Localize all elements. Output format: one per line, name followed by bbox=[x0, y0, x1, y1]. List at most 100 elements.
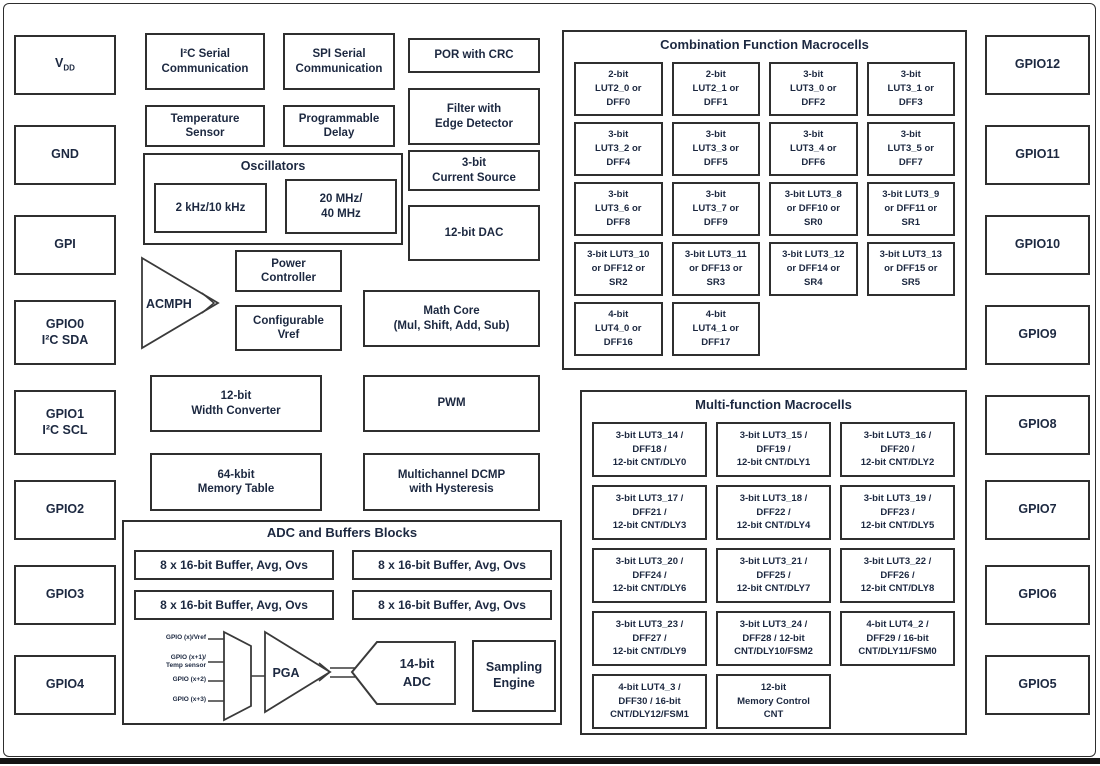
macrocell-lut3-17: 3-bit LUT3_17 / DFF21 / 12-bit CNT/DLY3 bbox=[592, 485, 707, 540]
pin-gpio4: GPIO4 bbox=[14, 655, 116, 715]
macrocell-lut3-4: 3-bit LUT3_4 or DFF6 bbox=[769, 122, 858, 176]
pin-gpio5: GPIO5 bbox=[985, 655, 1090, 715]
acmph-label: ACMPH bbox=[146, 297, 192, 311]
pga-output-chevron-icon bbox=[318, 662, 332, 682]
macrocell-lut3-19: 3-bit LUT3_19 / DFF23 / 12-bit CNT/DLY5 bbox=[840, 485, 955, 540]
combination-macrocells-group: Combination Function Macrocells 2-bit LU… bbox=[562, 30, 967, 370]
adc-group-title: ADC and Buffers Blocks bbox=[266, 525, 418, 540]
macrocell-lut3-0: 3-bit LUT3_0 or DFF2 bbox=[769, 62, 858, 116]
block-width-converter: 12-bit Width Converter bbox=[150, 375, 322, 432]
block-power-controller: Power Controller bbox=[235, 250, 342, 292]
pin-vdd: VDD bbox=[14, 35, 116, 95]
pin-gpio8: GPIO8 bbox=[985, 395, 1090, 455]
macrocell-lut3-16: 3-bit LUT3_16 / DFF20 / 12-bit CNT/DLY2 bbox=[840, 422, 955, 477]
pin-gnd: GND bbox=[14, 125, 116, 185]
pin-gpio1-scl: GPIO1 I²C SCL bbox=[14, 390, 116, 455]
multifunction-macrocells-title: Multi-function Macrocells bbox=[695, 397, 852, 412]
block-config-vref: Configurable Vref bbox=[235, 305, 342, 351]
block-dcmp: Multichannel DCMP with Hysteresis bbox=[363, 453, 540, 511]
macrocell-lut3-6: 3-bit LUT3_6 or DFF8 bbox=[574, 182, 663, 236]
macrocell-lut3-24: 3-bit LUT3_24 / DFF28 / 12-bit CNT/DLY10… bbox=[716, 611, 831, 666]
combination-macrocells-title: Combination Function Macrocells bbox=[660, 37, 869, 52]
pin-vdd-label: VDD bbox=[55, 56, 75, 73]
bottom-rule bbox=[0, 758, 1100, 764]
block-buffer-1: 8 x 16-bit Buffer, Avg, Ovs bbox=[134, 550, 334, 580]
acmph-triangle bbox=[141, 256, 220, 350]
adc-buffers-group: ADC and Buffers Blocks 8 x 16-bit Buffer… bbox=[122, 520, 562, 725]
block-math-core: Math Core (Mul, Shift, Add, Sub) bbox=[363, 290, 540, 347]
macrocell-lut3-10: 3-bit LUT3_10 or DFF12 or SR2 bbox=[574, 242, 663, 296]
pin-gpio7: GPIO7 bbox=[985, 480, 1090, 540]
block-por-crc: POR with CRC bbox=[408, 38, 540, 73]
block-temp-sensor: Temperature Sensor bbox=[145, 105, 265, 147]
grid-spacer bbox=[866, 302, 955, 356]
adc-input-label-1: GPIO (x)/Vref bbox=[165, 634, 206, 641]
pin-gpio12: GPIO12 bbox=[985, 35, 1090, 95]
block-sampling-engine: Sampling Engine bbox=[472, 640, 556, 712]
macrocell-lut4-3: 4-bit LUT4_3 / DFF30 / 16-bit CNT/DLY12/… bbox=[592, 674, 707, 729]
macrocell-lut3-13: 3-bit LUT3_13 or DFF15 or SR5 bbox=[866, 242, 955, 296]
block-dac: 12-bit DAC bbox=[408, 205, 540, 261]
acmph-output-chevron-icon bbox=[201, 292, 216, 314]
block-buffer-2: 8 x 16-bit Buffer, Avg, Ovs bbox=[352, 550, 552, 580]
block-buffer-4: 8 x 16-bit Buffer, Avg, Ovs bbox=[352, 590, 552, 620]
macrocell-lut4-0: 4-bit LUT4_0 or DFF16 bbox=[574, 302, 663, 356]
pin-gpio11: GPIO11 bbox=[985, 125, 1090, 185]
macrocell-lut3-12: 3-bit LUT3_12 or DFF14 or SR4 bbox=[769, 242, 858, 296]
combination-macrocells-grid: 2-bit LUT2_0 or DFF0 2-bit LUT2_1 or DFF… bbox=[574, 62, 955, 356]
adc-pentagon bbox=[350, 641, 456, 705]
macrocell-lut3-3: 3-bit LUT3_3 or DFF5 bbox=[671, 122, 760, 176]
macrocell-lut3-5: 3-bit LUT3_5 or DFF7 bbox=[866, 122, 955, 176]
input-mux-shape bbox=[223, 630, 252, 722]
block-memory-table: 64-kbit Memory Table bbox=[150, 453, 322, 511]
acmph-comparator-graphic: ACMPH bbox=[141, 256, 220, 350]
pin-gpio2: GPIO2 bbox=[14, 480, 116, 540]
adc-label-line2: ADC bbox=[403, 674, 432, 689]
adc-input-label-2: GPIO (x+1)/ Temp sensor bbox=[166, 654, 206, 669]
macrocell-lut3-14: 3-bit LUT3_14 / DFF18 / 12-bit CNT/DLY0 bbox=[592, 422, 707, 477]
block-i2c-serial: I²C Serial Communication bbox=[145, 33, 265, 90]
pga-triangle bbox=[264, 630, 332, 714]
block-buffer-3: 8 x 16-bit Buffer, Avg, Ovs bbox=[134, 590, 334, 620]
macrocell-lut3-11: 3-bit LUT3_11 or DFF13 or SR3 bbox=[671, 242, 760, 296]
macrocell-lut3-20: 3-bit LUT3_20 / DFF24 / 12-bit CNT/DLY6 bbox=[592, 548, 707, 603]
macrocell-lut4-2: 4-bit LUT4_2 / DFF29 / 16-bit CNT/DLY11/… bbox=[840, 611, 955, 666]
macrocell-lut3-7: 3-bit LUT3_7 or DFF9 bbox=[671, 182, 760, 236]
macrocell-lut4-1: 4-bit LUT4_1 or DFF17 bbox=[671, 302, 760, 356]
macrocell-lut3-1: 3-bit LUT3_1 or DFF3 bbox=[866, 62, 955, 116]
multifunction-macrocells-group: Multi-function Macrocells 3-bit LUT3_14 … bbox=[580, 390, 967, 735]
pin-gpio3: GPIO3 bbox=[14, 565, 116, 625]
macrocell-lut2-1: 2-bit LUT2_1 or DFF1 bbox=[671, 62, 760, 116]
pin-gpio10: GPIO10 bbox=[985, 215, 1090, 275]
oscillators-title: Oscillators bbox=[240, 159, 306, 173]
grid-spacer bbox=[840, 674, 955, 729]
block-osc-low: 2 kHz/10 kHz bbox=[154, 183, 267, 233]
macrocell-memory-control: 12-bit Memory Control CNT bbox=[716, 674, 831, 729]
pga-label: PGA bbox=[272, 666, 299, 680]
block-pwm: PWM bbox=[363, 375, 540, 432]
block-current-source: 3-bit Current Source bbox=[408, 150, 540, 191]
adc-input-label-3: GPIO (x+2) bbox=[172, 676, 206, 683]
block-spi-serial: SPI Serial Communication bbox=[283, 33, 395, 90]
macrocell-lut2-0: 2-bit LUT2_0 or DFF0 bbox=[574, 62, 663, 116]
macrocell-lut3-2: 3-bit LUT3_2 or DFF4 bbox=[574, 122, 663, 176]
pin-gpi: GPI bbox=[14, 215, 116, 275]
block-oscillators: Oscillators 2 kHz/10 kHz 20 MHz/ 40 MHz bbox=[143, 153, 403, 245]
grid-spacer bbox=[769, 302, 858, 356]
pin-gpio6: GPIO6 bbox=[985, 565, 1090, 625]
macrocell-lut3-15: 3-bit LUT3_15 / DFF19 / 12-bit CNT/DLY1 bbox=[716, 422, 831, 477]
block-filter-edge: Filter with Edge Detector bbox=[408, 88, 540, 145]
adc-signal-path-graphic: PGA 14-bit ADC bbox=[208, 630, 456, 722]
adc-input-label-4: GPIO (x+3) bbox=[172, 696, 206, 703]
pin-gpio0-sda: GPIO0 I²C SDA bbox=[14, 300, 116, 365]
macrocell-lut3-21: 3-bit LUT3_21 / DFF25 / 12-bit CNT/DLY7 bbox=[716, 548, 831, 603]
macrocell-lut3-9: 3-bit LUT3_9 or DFF11 or SR1 bbox=[866, 182, 955, 236]
block-osc-high: 20 MHz/ 40 MHz bbox=[285, 179, 397, 234]
pin-gpio9: GPIO9 bbox=[985, 305, 1090, 365]
adc-label-line1: 14-bit bbox=[400, 656, 435, 671]
macrocell-lut3-8: 3-bit LUT3_8 or DFF10 or SR0 bbox=[769, 182, 858, 236]
macrocell-lut3-22: 3-bit LUT3_22 / DFF26 / 12-bit CNT/DLY8 bbox=[840, 548, 955, 603]
multifunction-macrocells-grid: 3-bit LUT3_14 / DFF18 / 12-bit CNT/DLY0 … bbox=[592, 422, 955, 729]
block-prog-delay: Programmable Delay bbox=[283, 105, 395, 147]
